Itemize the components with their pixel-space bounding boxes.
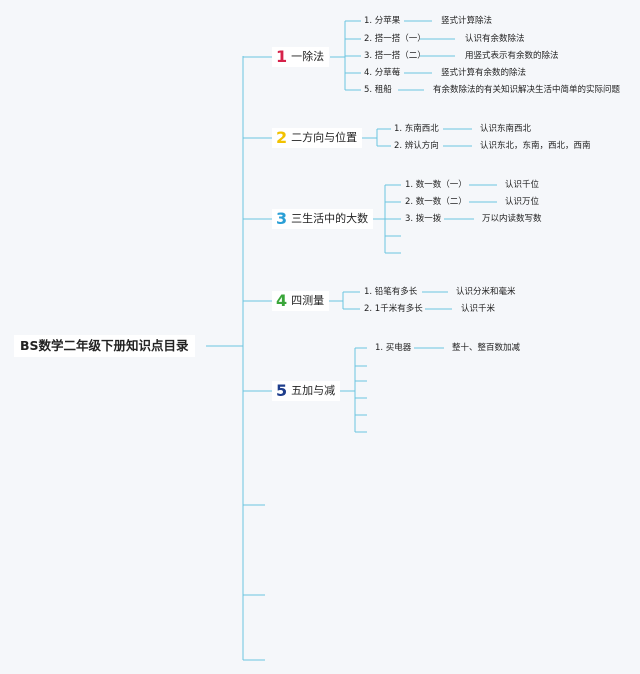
branch-1-item-1-title[interactable]: 1. 分苹果 — [364, 16, 401, 26]
branch-1-item-5-title[interactable]: 5. 租船 — [364, 85, 392, 95]
branch-4-item-1-title[interactable]: 1. 铅笔有多长 — [364, 287, 418, 297]
branch-4-item-2-desc[interactable]: 认识千米 — [461, 304, 496, 314]
branch-5-label: 五加与减 — [291, 384, 336, 397]
branch-2-item-2-desc[interactable]: 认识东北，东南，西北，西南 — [480, 141, 591, 151]
root-node[interactable]: BS数学二年级下册知识点目录 — [14, 335, 195, 357]
branch-1-item-3-desc[interactable]: 用竖式表示有余数的除法 — [465, 51, 559, 61]
branch-4-label: 四测量 — [291, 294, 325, 307]
branch-1-item-4-title[interactable]: 4. 分草莓 — [364, 68, 401, 78]
branch-1-number: 1 — [276, 47, 288, 66]
branch-1-item-4-desc[interactable]: 竖式计算有余数的除法 — [441, 68, 527, 78]
branch-3-item-1-title[interactable]: 1. 数一数（一） — [405, 180, 467, 190]
branch-3-item-2-title[interactable]: 2. 数一数（二） — [405, 197, 467, 207]
branch-5-item-1-title[interactable]: 1. 买电器 — [375, 343, 412, 353]
branch-2-number: 2 — [276, 128, 288, 147]
branch-4-item-2-title[interactable]: 2. 1千米有多长 — [364, 304, 423, 314]
branch-3-item-3-desc[interactable]: 万以内读数写数 — [482, 214, 542, 224]
branch-3-label: 三生活中的大数 — [291, 212, 369, 225]
branch-3-item-3-title[interactable]: 3. 拨一拨 — [405, 214, 442, 224]
branch-2-item-2-title[interactable]: 2. 辨认方向 — [394, 141, 439, 151]
branch-4-number: 4 — [276, 291, 288, 310]
branch-2-item-1-title[interactable]: 1. 东南西北 — [394, 124, 439, 134]
branch-3-item-1-desc[interactable]: 认识千位 — [505, 180, 540, 190]
branch-1-item-1-desc[interactable]: 竖式计算除法 — [441, 16, 493, 26]
branch-1-item-3-title[interactable]: 3. 搭一搭（二） — [364, 51, 426, 61]
branch-3-item-2-desc[interactable]: 认识万位 — [505, 197, 540, 207]
branch-2-item-1-desc[interactable]: 认识东南西北 — [480, 124, 532, 134]
branch-5-number: 5 — [276, 381, 288, 400]
branch-5-item-1-desc[interactable]: 整十、整百数加减 — [452, 343, 521, 353]
branch-1-label: 一除法 — [291, 50, 325, 63]
branch-1-item-2-desc[interactable]: 认识有余数除法 — [465, 34, 525, 44]
branch-1-item-5-desc[interactable]: 有余数除法的有关知识解决生活中简单的实际问题 — [433, 85, 621, 95]
branch-3-number: 3 — [276, 209, 288, 228]
branch-4-item-1-desc[interactable]: 认识分米和毫米 — [456, 287, 516, 297]
branch-1-item-2-title[interactable]: 2. 搭一搭（一） — [364, 34, 426, 44]
branch-2-label: 二方向与位置 — [291, 131, 358, 144]
